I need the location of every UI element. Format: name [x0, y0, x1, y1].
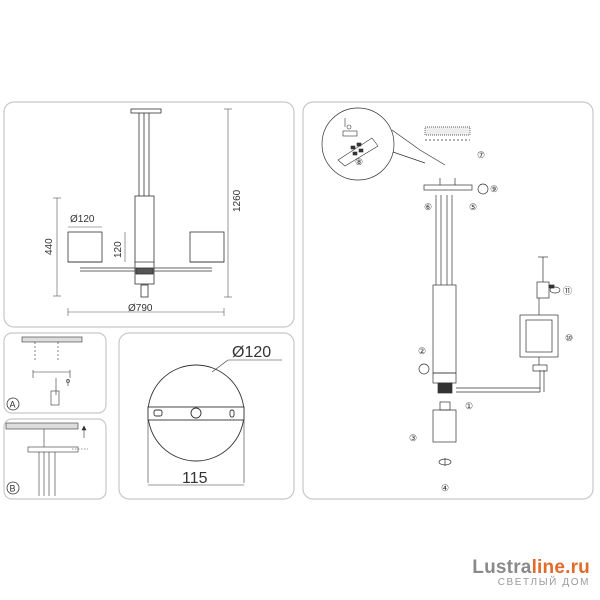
panel-a-label: A — [10, 400, 16, 410]
dim-shade-diameter: Ø120 — [70, 214, 95, 225]
watermark-brand: Lustraline.ru — [440, 557, 590, 579]
watermark-tagline: СВЕТЛЫЙ ДОМ — [497, 577, 590, 588]
dim-span: Ø790 — [128, 303, 153, 314]
step-9: ⑨ — [490, 184, 498, 194]
step-3: ③ — [409, 433, 417, 443]
panel-assembly — [302, 101, 594, 500]
canopy-diameter-label: Ø120 — [232, 344, 271, 361]
panel-overview — [3, 101, 295, 328]
step-10: ⑩ — [565, 333, 573, 343]
watermark-brand-part1: Lustra — [472, 557, 532, 578]
watermark-brand-part2: line.ru — [531, 557, 590, 578]
panel-a-marker — [6, 397, 20, 411]
canopy-drawing — [147, 359, 282, 486]
canopy-bracket-label: 115 — [182, 470, 208, 487]
watermark: Lustraline.ru СВЕТЛЫЙ ДОМ — [440, 557, 590, 588]
step-11: ⑪ — [563, 286, 572, 296]
step-1: ① — [465, 401, 473, 411]
step-5: ⑤ — [469, 202, 477, 212]
step-8: ⑧ — [355, 157, 363, 167]
step-4: ④ — [441, 483, 449, 493]
dim-shade-height: 120 — [113, 241, 124, 258]
overview-dimension-lines — [53, 108, 232, 316]
panel-a-drawing — [21, 336, 83, 406]
chandelier-drawing — [67, 108, 225, 298]
step-7: ⑦ — [477, 150, 485, 160]
panel-b — [3, 418, 107, 500]
dim-body-height: 440 — [44, 238, 55, 255]
dim-total-height: 1260 — [232, 189, 243, 212]
assembly-drawing — [321, 107, 561, 466]
panel-a — [3, 332, 107, 414]
panel-canopy — [118, 332, 295, 500]
step-2: ② — [418, 346, 426, 356]
assembly-step-labels: ① ② ③ ④ ⑤ ⑥ ⑦ ⑧ ⑨ ⑩ ⑪ — [355, 150, 573, 493]
step-6: ⑥ — [424, 202, 432, 212]
panel-b-label: B — [10, 484, 16, 494]
panel-b-marker — [6, 481, 20, 495]
panel-b-drawing — [5, 422, 88, 496]
